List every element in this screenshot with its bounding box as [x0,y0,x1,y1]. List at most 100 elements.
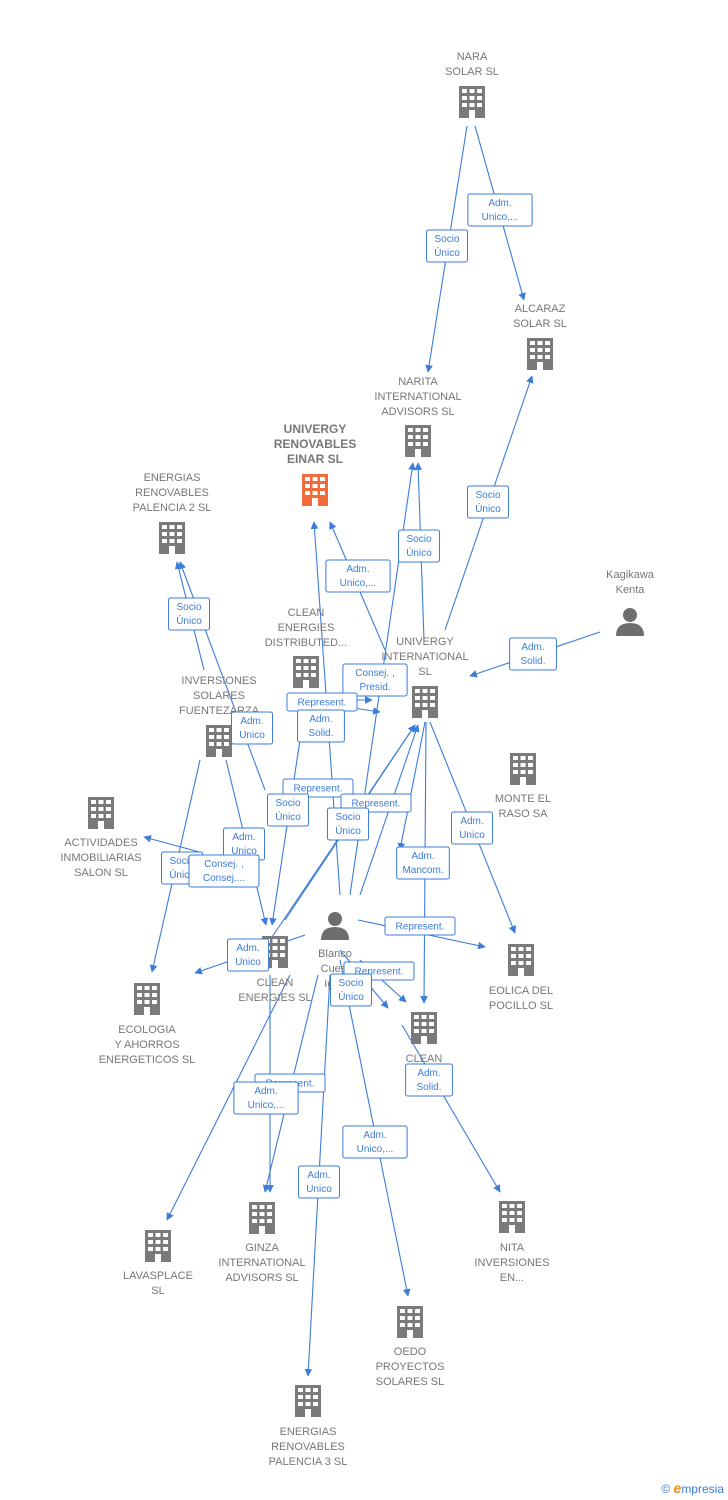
badge-box [233,1081,299,1115]
node-label: SOLARES SL [376,1376,444,1388]
node-label: ENERGIES SL [238,992,311,1004]
badge-label: Unico [239,730,265,741]
node-label: INVERSIONES [474,1257,549,1269]
node-label: OEDO [394,1346,427,1358]
badge-box [384,916,456,936]
badge-label: Socio [434,234,459,245]
node-label: CLEAN [257,977,294,989]
badge-label: Adm. [417,1068,440,1079]
relation-badge[interactable]: Adm.Mancom. [396,846,450,880]
relation-badge[interactable]: Represent. [384,916,456,936]
badge-box [467,193,533,227]
badge-box [231,711,273,745]
node-label: RASO SA [499,808,549,820]
node-label: DISTRIBUTED... [265,637,348,649]
relation-badge[interactable]: Adm. Unico [231,711,273,745]
badge-label: Único [475,502,501,515]
node-nita[interactable]: NITAINVERSIONESEN... [474,1201,550,1284]
node-label: Blanco [318,948,352,960]
building-icon [159,522,185,554]
relation-badge[interactable]: Adm.Unico,... [325,559,391,593]
badge-label: Unico,... [340,578,377,589]
building-icon [295,1385,321,1417]
badge-label: Adm. [254,1086,277,1097]
badge-box [330,973,372,1007]
badge-label: Adm. [240,716,263,727]
relation-badge[interactable]: Adm.Unico [227,938,269,972]
relation-badge[interactable]: Consej. ,Presid. [342,663,408,697]
node-label: SOLARES [193,690,245,702]
relation-badge[interactable]: Adm.Unico,... [233,1081,299,1115]
relation-badge[interactable]: Consej. ,Consej.... [188,854,260,888]
badge-label: Consej. , [204,859,243,870]
relation-badge[interactable]: Adm. Solid. [405,1063,453,1097]
node-label: SALON SL [74,867,128,879]
badge-label: Socio [338,978,363,989]
node-label: ADVISORS SL [225,1272,298,1284]
badge-label: Unico [459,830,485,841]
node-clean-energies[interactable]: CLEAN ENERGIES SL [238,936,312,1004]
badge-box [509,637,557,671]
badge-box [398,529,440,563]
badge-label: Socio [475,490,500,501]
building-icon [293,656,319,688]
badge-label: Único [176,614,202,627]
relation-badge[interactable]: Adm.Unico [451,811,493,845]
relation-badge[interactable]: Adm.Unico [298,1165,340,1199]
node-label: INMOBILIARIAS [60,852,141,864]
relation-edge [143,835,204,854]
badge-label: Adm. [411,851,434,862]
badge-label: Adm. [521,642,544,653]
building-icon [405,425,431,457]
node-label: Y AHORROS [114,1039,179,1051]
node-label: RENOVABLES [274,437,356,451]
node-clean-distributed[interactable]: CLEANENERGIESDISTRIBUTED... [265,607,348,688]
building-icon [134,983,160,1015]
relation-badge[interactable]: Adm.Solid. [509,637,557,671]
node-label: PALENCIA 3 SL [269,1456,348,1468]
node-label: POCILLO SL [489,1000,553,1012]
relation-badge[interactable]: Adm.Unico,... [342,1125,408,1159]
building-icon [145,1230,171,1262]
relation-badge[interactable]: Represent. [286,692,358,712]
node-label: ENERGIAS [280,1426,337,1438]
empresia-watermark[interactable]: © empresia [661,1480,724,1496]
badge-box [327,807,369,841]
relation-badge[interactable]: Represent. [282,778,354,798]
node-label: INTERNATIONAL [381,651,468,663]
badge-label: Socio [169,856,194,867]
badge-label: Solid. [416,1082,441,1093]
relation-badge[interactable]: Adm.Unico,... [467,193,533,227]
badge-label: Unico [235,957,261,968]
building-icon [527,338,553,370]
copyright-symbol: © [661,1482,671,1496]
relation-badge[interactable]: Adm.Solid. [297,709,345,743]
person-icon [616,608,644,636]
node-label: INTERNATIONAL [374,391,461,403]
node-label: ENERGETICOS SL [99,1054,196,1066]
